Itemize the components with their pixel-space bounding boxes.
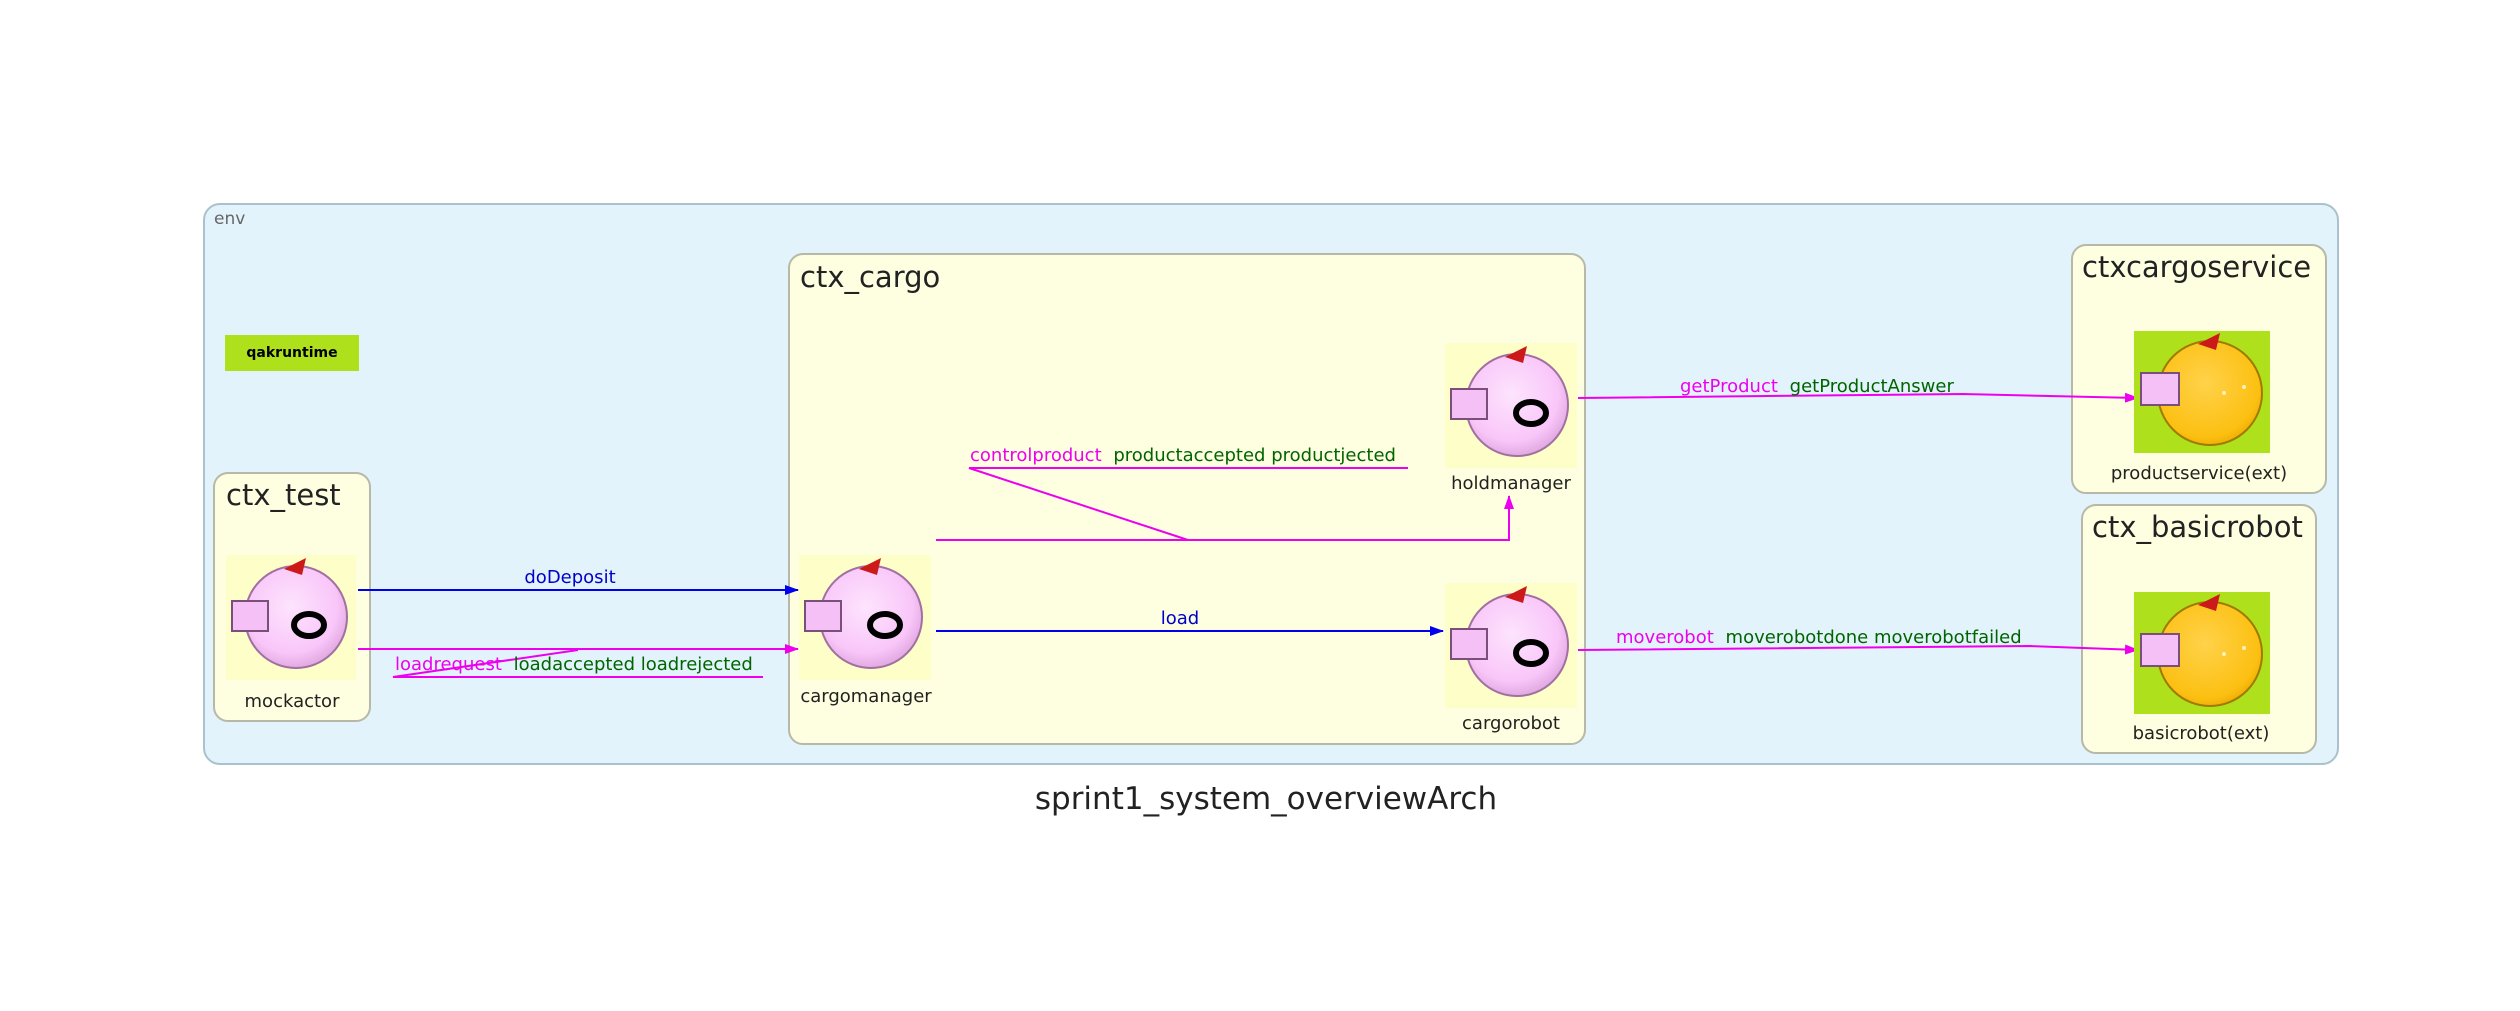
actor-label-mockactor: mockactor <box>245 691 341 712</box>
actor-flag-icon <box>2198 594 2220 611</box>
edge-label: load <box>1161 608 1199 629</box>
actor-label-holdmanager: holdmanager <box>1451 473 1571 494</box>
actor-mockactor[interactable] <box>226 555 356 680</box>
actor-dot-icon <box>2222 391 2226 395</box>
actor-mailbox-icon <box>2140 633 2180 667</box>
edge-getproduct: getProduct getProductAnswer <box>1577 376 2139 403</box>
reply-label: moverobotdone moverobotfailed <box>1726 627 2022 648</box>
actor-mailbox-icon <box>2140 372 2180 406</box>
edge-label: getProduct getProductAnswer <box>1680 376 1954 397</box>
request-label: loadrequest <box>395 654 502 675</box>
context-ctx-cargo: ctx_cargo <box>788 253 1586 745</box>
actor-mailbox-icon <box>1450 628 1488 660</box>
runtime-badge-label: qakruntime <box>246 345 337 361</box>
reply-label: getProductAnswer <box>1790 376 1955 397</box>
actor-queue-icon <box>867 611 903 639</box>
environment-label: env <box>214 209 245 229</box>
actor-label-basicrobot: basicrobot(ext) <box>2133 723 2270 744</box>
actor-queue-icon <box>1513 399 1549 427</box>
actor-queue-icon <box>1513 639 1549 667</box>
actor-basicrobot[interactable] <box>2134 592 2270 714</box>
edge-label: controlproduct productaccepted productje… <box>970 445 1396 466</box>
actor-mailbox-icon <box>231 600 269 632</box>
request-label: getProduct <box>1680 376 1778 397</box>
actor-flag-icon <box>2198 333 2220 350</box>
context-label: ctxcargoservice <box>2082 250 2311 284</box>
edge-loadrequest: loadrequest loadaccepted loadrejected <box>358 644 799 678</box>
actor-cargomanager[interactable] <box>799 555 931 680</box>
context-label: ctx_test <box>226 478 341 512</box>
edge-label: doDeposit <box>524 567 615 588</box>
context-label: ctx_basicrobot <box>2092 510 2303 544</box>
actor-flag-icon <box>284 558 306 575</box>
actor-mailbox-icon <box>804 600 842 632</box>
actor-queue-icon <box>291 611 327 639</box>
runtime-badge: qakruntime <box>225 335 359 371</box>
actor-flag-icon <box>1505 586 1527 603</box>
actor-productservice[interactable] <box>2134 331 2270 453</box>
actor-holdmanager[interactable] <box>1445 343 1577 468</box>
actor-dot-icon <box>2242 385 2246 389</box>
reply-label: productaccepted productjected <box>1113 445 1396 466</box>
actor-dot-icon <box>2242 646 2246 650</box>
context-label: ctx_cargo <box>800 260 940 294</box>
actor-label-productservice: productservice(ext) <box>2111 463 2287 484</box>
actor-dot-icon <box>2222 652 2226 656</box>
edge-controlproduct: controlproduct productaccepted productje… <box>936 445 1514 541</box>
edge-label: loadrequest loadaccepted loadrejected <box>395 654 753 675</box>
actor-cargorobot[interactable] <box>1445 583 1577 708</box>
edge-moverobot: moverobot moverobotdone moverobotfailed <box>1577 627 2139 655</box>
actor-flag-icon <box>1505 346 1527 363</box>
actor-label-cargorobot: cargorobot <box>1462 713 1560 734</box>
diagram-title: sprint1_system_overviewArch <box>1035 781 1497 817</box>
request-label: controlproduct <box>970 445 1102 466</box>
edge-load: load <box>936 608 1444 636</box>
request-label: moverobot <box>1616 627 1714 648</box>
edge-label: moverobot moverobotdone moverobotfailed <box>1616 627 2022 648</box>
actor-mailbox-icon <box>1450 388 1488 420</box>
actor-label-cargomanager: cargomanager <box>800 686 932 707</box>
edge-dodeposit: doDeposit <box>358 567 799 595</box>
reply-label: loadaccepted loadrejected <box>514 654 753 675</box>
actor-flag-icon <box>859 558 881 575</box>
